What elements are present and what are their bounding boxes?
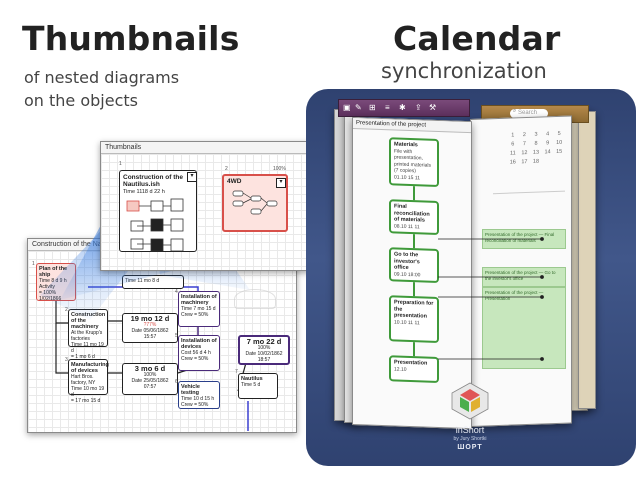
node-title: 4WD [227,178,242,185]
subheading-line-1: of nested diagrams [24,68,180,87]
node-title: Manufacturing of devices [71,362,109,374]
counter-percent: 100% [257,345,271,351]
node-number: 4 [175,289,178,295]
tablet-device: ▣ ✎ ⊞ ≡ ✱ ⇪ ⚒ Search ⌕ 1 2 3 4 5 6 7 8 9… [306,89,636,466]
counter-value: 3 mo 6 d [134,364,166,373]
node-percent: 100% [273,166,286,172]
node-line: Crew [181,402,193,408]
sync-arrows [438,237,544,361]
event-label: Presentation of the project — Presentati… [485,290,544,301]
node-line: Cost 56 d 4 h [181,350,211,356]
calendar-heading: Calendar [393,19,561,58]
node-title: Plan of the ship [39,266,68,278]
node-time: Time 1118 d 22 h [123,189,165,195]
node-installation-devices[interactable]: Installation of devices Cost 56 d 4 h Cr… [178,335,220,371]
thumbnails-canvas[interactable]: 1 Construction of the Nautilus.ish Time … [101,154,309,270]
node-number: 1 [32,261,35,267]
event-band-3[interactable]: Presentation of the project — Presentati… [482,287,566,369]
counter-3mo[interactable]: 3 mo 6 d 100% Date 25/05/1862 07:57 [122,363,178,395]
node-number: 3 [65,357,68,363]
counter-date: Date 25/05/1862 [131,378,169,384]
tools-icon[interactable]: ⚒ [429,103,437,112]
counter-time: 07:57 [143,384,157,390]
counter-7mo[interactable]: 7 mo 22 d 100% Date 10/02/1862 18:57 [238,335,290,365]
nested-4wd-thumbnail [232,190,278,215]
subheading-line-2: on the objects [24,91,138,110]
node-nautilus[interactable]: Nautilus Time 5 d [238,373,278,399]
node-line: Time 10 mo 19 d [71,386,105,398]
share-icon[interactable]: ⇪ [415,103,422,112]
expand-icon[interactable]: ▾ [276,178,286,188]
search-icon: ⌕ [513,108,517,114]
node-title: Installation of machinery [181,294,217,306]
toolbar-left: ▣ ✎ ⊞ ≡ ✱ ⇪ ⚒ [338,99,470,117]
node-line: Activity [39,284,55,290]
node-line: Time 8 d 9 h [39,278,67,284]
node-manufacturing-devices[interactable]: Manufacturing of devices Hart Bros. fact… [68,359,109,404]
gauge-decoration [234,289,276,309]
counter-date: Date 10/02/1862 [245,351,283,357]
node-line: Hart Bros. factory, NY [71,374,96,386]
node-line: Crew [181,356,193,362]
settings-icon[interactable]: ✱ [399,103,406,112]
inshort-logo-icon [451,382,489,420]
search-input[interactable]: Search [510,109,548,118]
nested-diagram-thumbnail [126,198,184,252]
node-construction-nautilus[interactable]: Construction of the Nautilus.ish Time 11… [119,170,197,252]
add-icon[interactable]: ⊞ [369,103,376,112]
node-title: Time 11 mo 8 d [125,278,160,284]
counter-percent: 100% [143,372,157,378]
node-title: Nautilus [241,376,263,382]
toolbar-icon[interactable]: ▣ [343,103,351,112]
node-number: 6 [175,379,178,385]
toolbar-icon[interactable]: ✎ [355,103,362,112]
node-number: 7 [235,369,238,375]
counter-date: Date 05/06/1862 [131,328,169,334]
counter-19mo[interactable]: 19 mo 12 d ?77% Date 05/06/1862 15:57 [122,313,178,343]
app-mark: ШОРТ [457,444,483,451]
thumbnails-window: Thumbnails 1 Construction of the Nautilu… [100,141,310,271]
thumbnails-window-title: Thumbnails [101,142,309,154]
node-vehicle-testing[interactable]: Vehicle testing Time 10 d 15 h Crew = 50… [178,381,220,409]
node-number: 2 [65,307,68,313]
calendar-subheading: synchronization [381,59,547,83]
expand-icon[interactable]: ▾ [187,172,197,182]
node-installation-machinery[interactable]: Installation of machinery Time 7 mo 15 d… [178,291,220,327]
search-placeholder: Search [518,110,538,116]
node-number: 2 [225,166,228,172]
counter-time: 15:57 [143,334,157,340]
node-title: Installation of devices [181,338,217,350]
list-icon[interactable]: ≡ [385,103,390,112]
node-line: = 50% [194,356,209,362]
node-line: = 50% [194,312,209,318]
app-name: inShort [455,425,485,435]
counter-time: 18:57 [257,357,271,363]
counter-value: 7 mo 22 d [246,337,282,346]
node-line: = 50% [194,402,209,408]
node-line: Crew [181,312,193,318]
node-line: Time 11 mo 19 d [71,342,104,354]
node-line: = 1 mo 6 d [71,354,95,360]
node-line: At the Krupp's factories [71,330,103,342]
node-line: Time 7 mo 15 d [181,306,216,312]
event-label: Presentation of the project — Go to the … [485,270,556,281]
counter-percent: ?77% [143,322,157,328]
event-label: Presentation of the project — Final reco… [485,232,555,243]
node-number: 1 [119,161,122,167]
thumbnails-heading: Thumbnails [22,19,240,58]
node-title: Vehicle testing [181,384,200,396]
node-line: Time 10 d 15 h [181,396,215,402]
node-number: 5 [175,333,178,339]
counter-value: 19 mo 12 d [130,314,170,323]
node-line: Time 5 d [241,382,261,388]
node-line: = 17 mo 15 d [71,398,101,404]
connector-2 [55,323,68,374]
thumbnails-subheading: of nested diagrams on the objects [24,66,179,112]
app-author: by Jury Shortki [453,436,487,442]
node-title: Construction of the Nautilus.ish [123,174,183,188]
